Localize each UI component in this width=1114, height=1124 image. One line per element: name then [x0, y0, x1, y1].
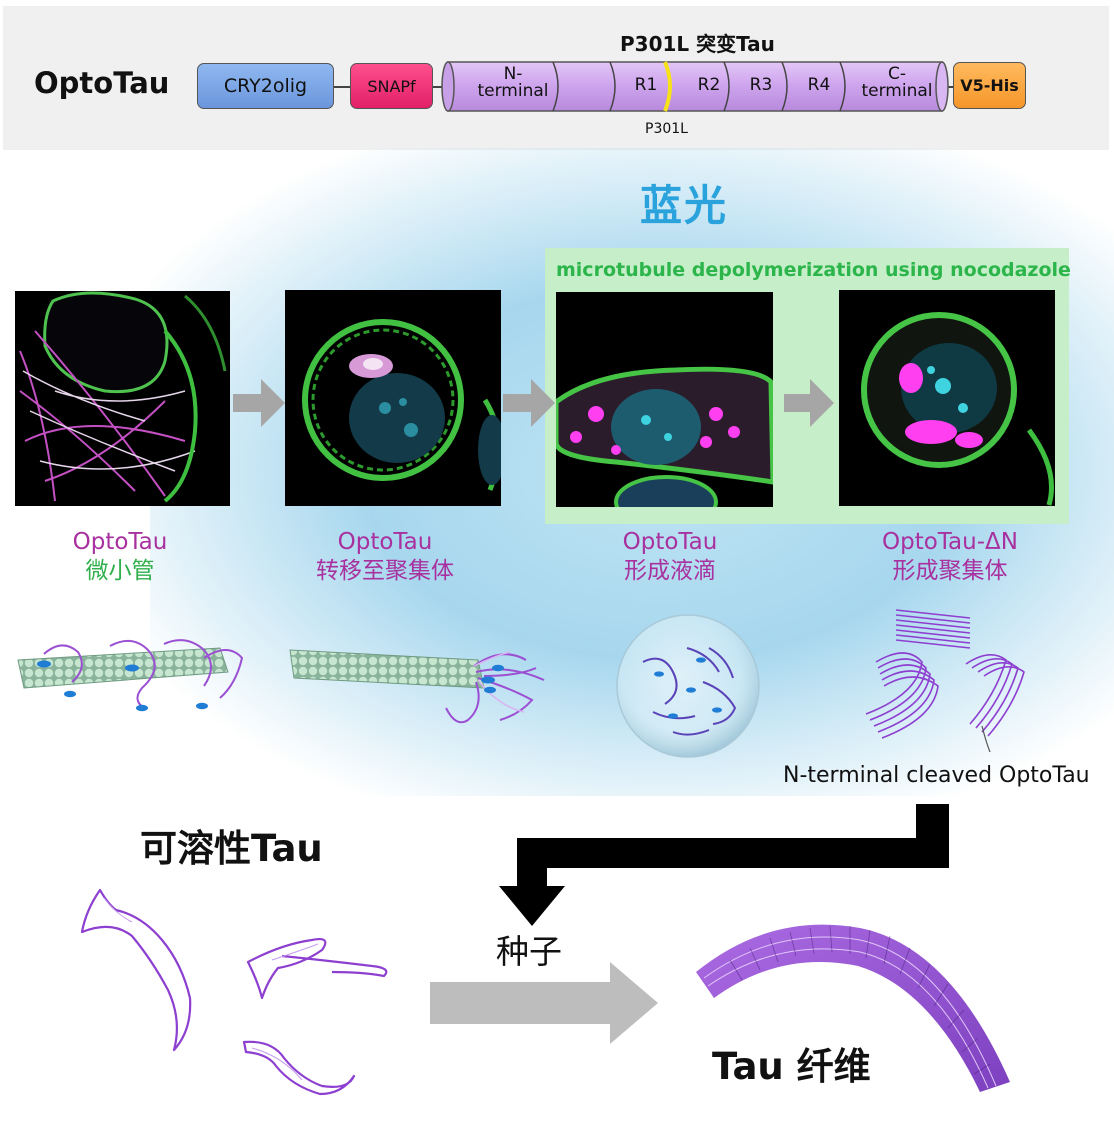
seed-label: 种子 [496, 932, 562, 971]
r3-label: R3 [749, 75, 773, 95]
linker-line [433, 86, 447, 88]
liquid-droplet-schematic [616, 614, 760, 758]
micrograph-aggregate-dn [839, 290, 1055, 506]
tau-detaching-schematic [289, 649, 545, 724]
arrow-right-icon [503, 379, 555, 427]
soluble-tau-label: 可溶性Tau [140, 827, 323, 870]
mutant-title: P301L 突变Tau [620, 32, 775, 56]
r2-label: R2 [697, 75, 721, 95]
c-terminal-label: C-terminal [861, 64, 933, 101]
arrow-right-icon [233, 379, 285, 427]
n-terminal-label: N-terminal [477, 64, 549, 101]
construct-name: OptoTau [34, 66, 170, 100]
cleaved-tau-fibril-schematic [865, 609, 1025, 752]
cry2olig-domain: CRY2olig [197, 63, 334, 109]
microtubule-tau-schematic [17, 639, 244, 712]
blue-light-label: 蓝光 [640, 181, 729, 230]
micrograph-microtubule [15, 291, 230, 506]
tau-cylinder [441, 61, 949, 112]
mutation-marker [663, 61, 672, 112]
tau-fibril [696, 924, 1010, 1092]
nocodazole-label: microtubule depolymerization using nocod… [556, 259, 1071, 281]
cleaved-optotau-label: N-terminal cleaved OptoTau [783, 763, 1090, 788]
elbow-arrow-down-icon [499, 804, 949, 926]
micrograph-aggregation [285, 290, 501, 506]
r4-label: R4 [807, 75, 831, 95]
linker-line [334, 86, 350, 88]
snapf-domain: SNAPf [350, 63, 433, 109]
v5-his-domain: V5-His [953, 62, 1026, 109]
arrow-right-icon [430, 962, 658, 1044]
r1-label: R1 [634, 75, 658, 95]
soluble-tau-strands [80, 888, 388, 1096]
arrow-right-icon [784, 379, 834, 427]
micrograph-droplet [556, 292, 773, 507]
tau-fibril-label: Tau 纤维 [712, 1045, 871, 1088]
mutation-site-label: P301L [645, 121, 688, 137]
